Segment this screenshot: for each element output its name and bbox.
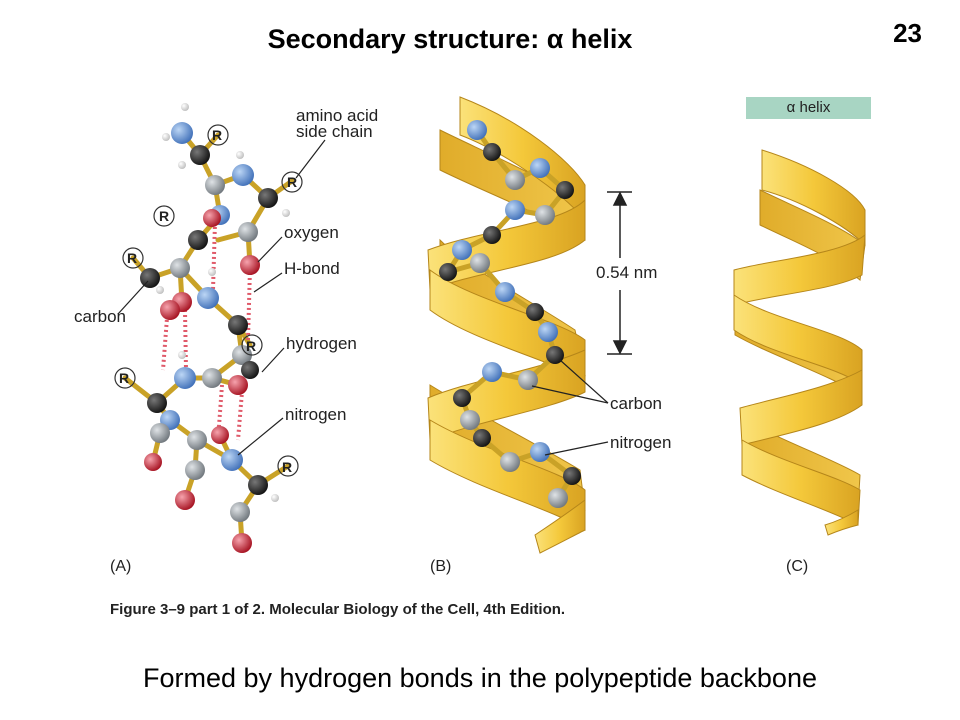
- r-group-label: R: [282, 459, 292, 475]
- slide-title: Secondary structure: α helix: [267, 24, 633, 54]
- label-hydrogen: hydrogen: [286, 334, 357, 353]
- panel-a-ball-stick-model: R R R R R R R amino acid side chain oxyg…: [74, 103, 378, 553]
- panel-b-atoms: [439, 120, 581, 508]
- figure-caption: Figure 3–9 part 1 of 2. Molecular Biolog…: [110, 601, 566, 618]
- panel-a-leader-lines: [117, 139, 326, 456]
- label-side-chain: side chain: [296, 122, 373, 141]
- r-group-label: R: [287, 174, 297, 190]
- label-nitrogen-a: nitrogen: [285, 405, 346, 424]
- r-group-label: R: [127, 250, 137, 266]
- panel-label-b: (B): [430, 558, 452, 575]
- label-carbon-a: carbon: [74, 307, 126, 326]
- label-h-bond: H-bond: [284, 259, 340, 278]
- panel-c-ribbon-front: [733, 149, 866, 536]
- label-nitrogen-b: nitrogen: [610, 433, 671, 452]
- label-carbon-b: carbon: [610, 394, 662, 413]
- pitch-arrow: [607, 191, 632, 355]
- r-group-label: R: [212, 127, 222, 143]
- slide-number: 23: [893, 18, 922, 48]
- panel-a-r-groups: R R R R R R R: [114, 124, 303, 477]
- panel-b-leader-lines: [531, 359, 609, 456]
- r-group-label: R: [159, 208, 169, 224]
- panel-label-c: (C): [786, 558, 809, 575]
- panel-c-ribbon: [733, 149, 866, 536]
- label-amino-acid: amino acid: [296, 106, 378, 125]
- panel-label-a: (A): [110, 558, 132, 575]
- panel-a-atoms: [140, 103, 290, 553]
- slide-caption: Formed by hydrogen bonds in the polypept…: [143, 663, 817, 693]
- panel-b-ribbon-model: 0.54 nm carbon nitrogen: [427, 96, 671, 554]
- alpha-helix-tag: α helix: [746, 97, 871, 119]
- r-group-label: R: [119, 370, 129, 386]
- label-oxygen: oxygen: [284, 223, 339, 242]
- pitch-label: 0.54 nm: [596, 263, 657, 282]
- r-group-label: R: [246, 338, 256, 354]
